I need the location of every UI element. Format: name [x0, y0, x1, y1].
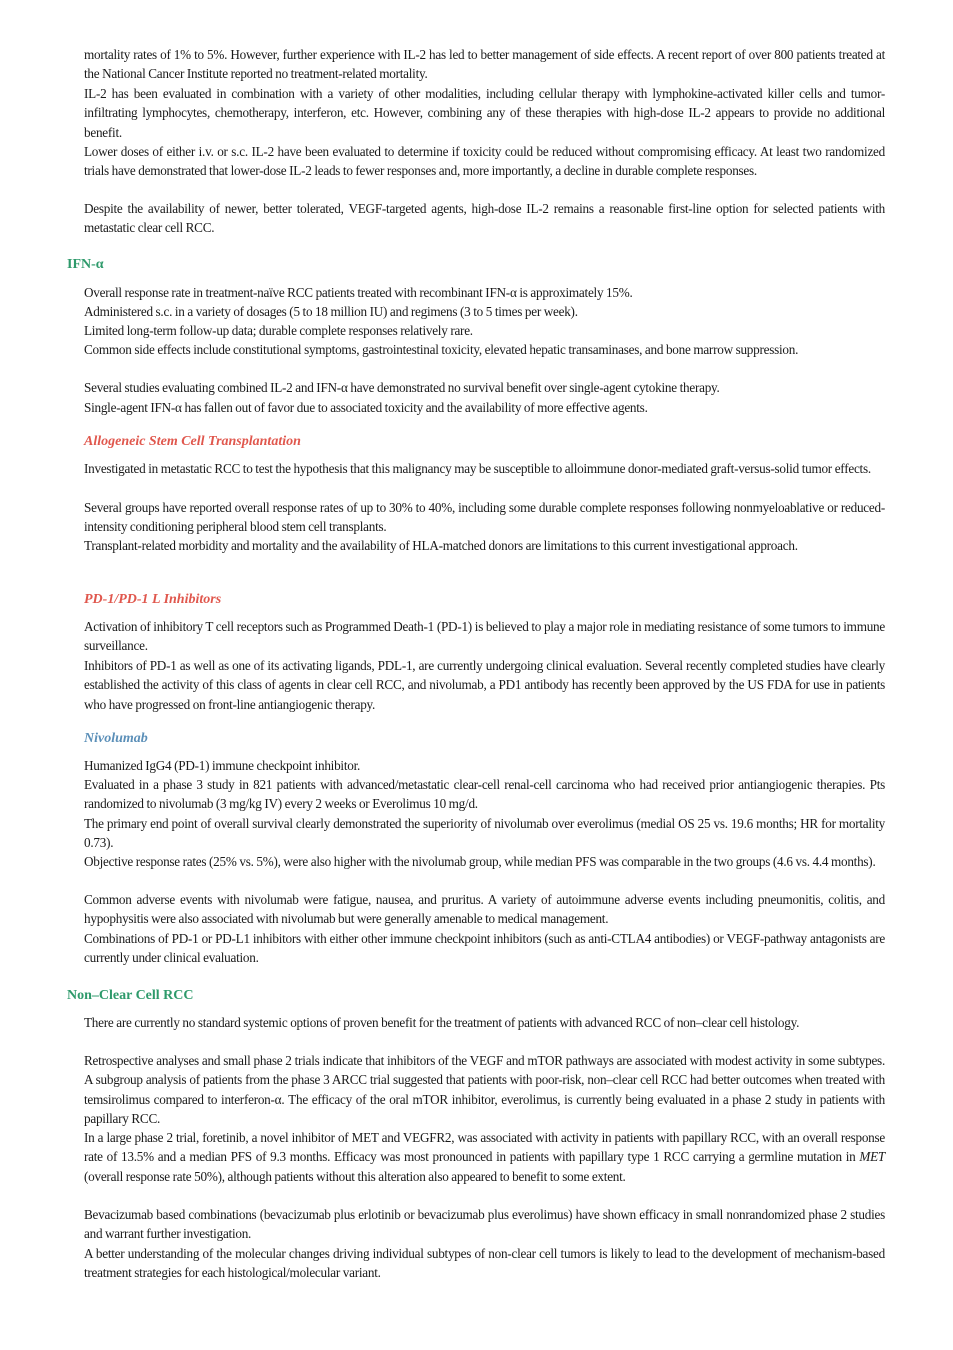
section-heading-nivolumab: Nivolumab — [84, 731, 148, 746]
nivo-item-5: Common adverse events with nivolumab wer… — [84, 892, 885, 927]
nonclear-paragraph-5: A better understanding of the molecular … — [84, 1246, 885, 1281]
section-heading-non-clear-cell: Non–Clear Cell RCC — [67, 988, 194, 1003]
intro-paragraph-4: Despite the availability of newer, bette… — [84, 201, 885, 236]
allo-item-2: Several groups have reported overall res… — [84, 500, 885, 535]
ifn-item-4: Common side effects include constitution… — [84, 342, 799, 357]
section-heading-pd1: PD-1/PD-1 L Inhibitors — [84, 592, 222, 607]
section-heading-allogeneic: Allogeneic Stem Cell Transplantation — [84, 434, 301, 449]
nivo-item-4: Objective response rates (25% vs. 5%), w… — [84, 854, 876, 869]
nonclear-paragraph-4: Bevacizumab based combinations (bevacizu… — [84, 1207, 885, 1242]
allo-item-1: Investigated in metastatic RCC to test t… — [84, 461, 871, 476]
intro-paragraph-3: Lower doses of either i.v. or s.c. IL-2 … — [84, 144, 885, 179]
pd1-item-1: Activation of inhibitory T cell receptor… — [84, 619, 885, 654]
nivo-item-6: Combinations of PD-1 or PD-L1 inhibitors… — [84, 931, 885, 966]
ifn-item-5: Several studies evaluating combined IL-2… — [84, 380, 720, 395]
nivo-item-3: The primary end point of overall surviva… — [84, 816, 885, 851]
ifn-item-1: Overall response rate in treatment-naïve… — [84, 285, 633, 300]
intro-paragraph-2: IL-2 has been evaluated in combination w… — [84, 86, 885, 140]
gene-name-met: MET — [859, 1149, 885, 1165]
nonclear-paragraph-2: Retrospective analyses and small phase 2… — [84, 1053, 885, 1126]
ifn-item-2: Administered s.c. in a variety of dosage… — [84, 304, 578, 319]
pd1-item-2: Inhibitors of PD-1 as well as one of its… — [84, 658, 885, 712]
allo-item-3: Transplant-related morbidity and mortali… — [84, 538, 798, 553]
section-heading-ifn: IFN-α — [67, 257, 104, 272]
nivo-item-1: Humanized IgG4 (PD-1) immune checkpoint … — [84, 758, 361, 773]
intro-paragraph-1: mortality rates of 1% to 5%. However, fu… — [84, 47, 885, 82]
ifn-item-6: Single-agent IFN-α has fallen out of fav… — [84, 400, 648, 415]
nonclear-paragraph-1: There are currently no standard systemic… — [84, 1015, 800, 1030]
ifn-item-3: Limited long-term follow-up data; durabl… — [84, 323, 473, 338]
nivo-item-2: Evaluated in a phase 3 study in 821 pati… — [84, 777, 885, 812]
nonclear-paragraph-3: In a large phase 2 trial, foretinib, a n… — [84, 1130, 885, 1184]
